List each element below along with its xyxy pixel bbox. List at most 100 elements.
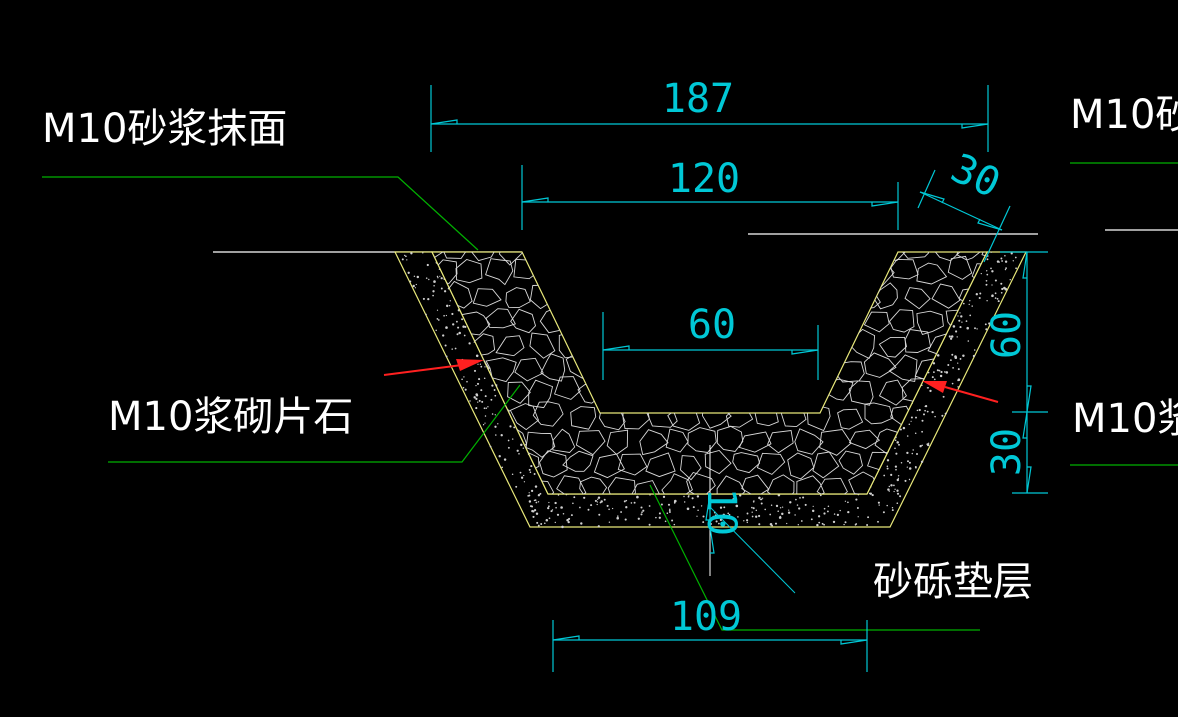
gravel-dot — [440, 287, 443, 290]
rubble-stone — [743, 252, 772, 258]
gravel-dot — [468, 342, 471, 345]
gravel-dot — [962, 302, 965, 305]
gravel-dot — [484, 395, 487, 398]
leader-bed-thickness — [707, 504, 796, 594]
rubble-stone — [651, 356, 679, 384]
gravel-dot — [445, 355, 448, 358]
rubble-stone — [716, 475, 746, 494]
rubble-stone — [759, 308, 784, 331]
gravel-dot — [463, 334, 466, 337]
gravel-dot — [456, 333, 459, 336]
gravel-dot — [482, 424, 485, 426]
rubble-stone — [814, 256, 844, 283]
gravel-dot — [739, 494, 742, 497]
gravel-dot — [655, 516, 657, 519]
gravel-dot — [648, 505, 651, 507]
gravel-dot — [991, 284, 993, 286]
gravel-dot — [587, 508, 590, 511]
gravel-dot — [636, 495, 639, 499]
gravel-dot — [891, 507, 894, 509]
gravel-dot — [436, 318, 439, 320]
rubble-stone — [505, 287, 531, 309]
dimension-187-lines — [430, 85, 989, 152]
rubble-stone — [659, 285, 684, 312]
gravel-dot — [692, 506, 695, 509]
gravel-dot — [969, 300, 971, 302]
gravel-dot — [413, 275, 416, 278]
gravel-dot — [952, 367, 954, 369]
gravel-dot — [972, 354, 976, 358]
gravel-dot — [666, 512, 669, 514]
gravel-dot — [523, 474, 525, 477]
rubble-stone — [607, 385, 639, 409]
gravel-dot — [700, 505, 703, 507]
gravel-dot — [934, 415, 936, 418]
gravel-dot — [528, 494, 531, 497]
gravel-dot — [697, 509, 699, 511]
gravel-dot — [795, 498, 797, 501]
gravel-dot — [798, 507, 801, 510]
gravel-dot — [722, 513, 726, 517]
rubble-stone — [956, 252, 984, 261]
rubble-stone — [715, 252, 745, 261]
rubble-stone — [794, 283, 824, 309]
rubble-stone — [552, 428, 576, 453]
gravel-dot — [998, 261, 1000, 263]
gravel-dot — [893, 484, 895, 487]
gravel-dot — [994, 292, 997, 295]
gravel-dot — [494, 414, 496, 416]
gravel-dot — [760, 498, 763, 501]
gravel-dot — [844, 500, 847, 502]
rubble-stone — [779, 356, 812, 378]
gravel-dot — [985, 279, 988, 282]
rubble-stone — [736, 334, 768, 360]
rubble-stone — [812, 451, 840, 479]
rubble-stone — [539, 450, 568, 478]
gravel-dot — [412, 284, 415, 288]
dimension-texts: 187 120 30 60 60 30 10 109 — [662, 76, 1030, 640]
gravel-dot — [797, 524, 799, 526]
red-arrow-left — [383, 359, 484, 376]
dimension-109-lines — [552, 620, 868, 672]
rubble-stone — [468, 475, 494, 494]
rubble-stone — [738, 431, 772, 453]
rubble-stone — [665, 252, 689, 263]
gravel-dot — [623, 500, 626, 503]
gravel-dot — [503, 458, 507, 461]
gravel-dot — [957, 315, 959, 317]
gravel-dot — [484, 422, 486, 424]
gravel-dot — [886, 504, 888, 507]
gravel-dot — [886, 467, 889, 470]
rubble-stone — [846, 252, 877, 258]
gravel-dot — [827, 505, 830, 508]
gravel-dot — [991, 270, 994, 273]
gravel-dot — [826, 510, 829, 513]
gravel-dot — [528, 468, 531, 471]
gravel-dot — [927, 386, 929, 389]
gravel-dot — [944, 412, 947, 415]
gravel-dot — [520, 443, 523, 447]
gravel-dot — [936, 354, 940, 357]
rubble-stone — [617, 453, 648, 476]
gravel-dot — [537, 524, 540, 527]
gravel-dot — [674, 499, 677, 503]
gravel-dot — [1004, 287, 1008, 291]
gravel-dot — [673, 523, 676, 526]
rubble-stone — [703, 263, 732, 289]
gravel-dot — [451, 312, 454, 316]
rubble-stone — [792, 252, 820, 262]
gravel-dot — [540, 523, 543, 525]
dimension-lines — [430, 85, 1048, 672]
dimension-60-bottom-lines — [602, 312, 819, 380]
rubble-stone — [839, 303, 864, 333]
rubble-stone — [927, 478, 954, 494]
gravel-dot — [759, 499, 762, 501]
gravel-dot — [973, 349, 976, 351]
gravel-dot — [662, 495, 666, 499]
gravel-dot — [888, 485, 891, 488]
gravel-dot — [630, 502, 633, 504]
rubble-stone — [509, 403, 540, 431]
dimension-right-depth: 60 — [984, 311, 1030, 359]
gravel-dot — [921, 444, 923, 447]
gravel-dot — [476, 382, 480, 385]
